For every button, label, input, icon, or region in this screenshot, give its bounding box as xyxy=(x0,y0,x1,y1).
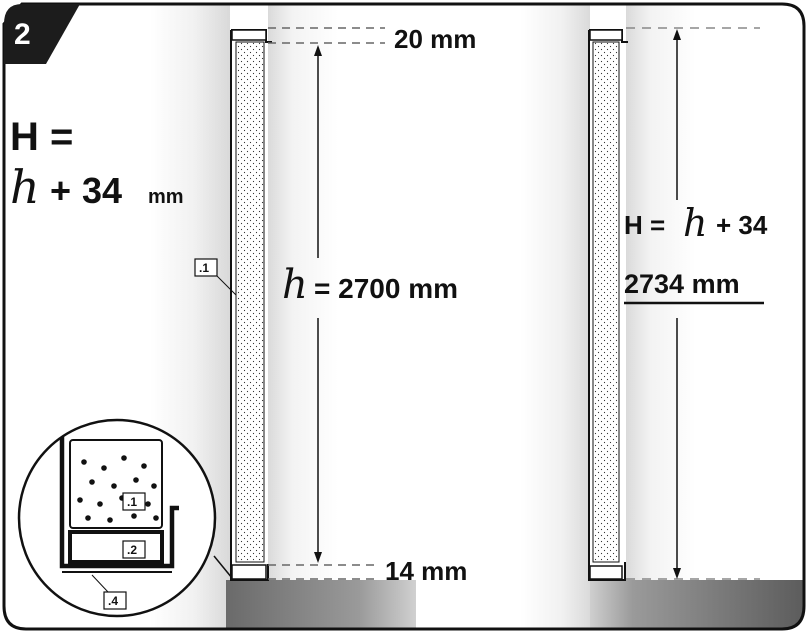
floor-left xyxy=(226,580,416,629)
part-label-box-1 xyxy=(194,258,218,277)
panel-right xyxy=(588,29,628,581)
bottom-gap-dimension xyxy=(268,564,380,580)
panel-right-filler xyxy=(592,41,620,563)
panel-right-bottom-cap xyxy=(589,565,623,580)
h-dimension-value: = 2700 mm xyxy=(314,273,458,304)
formula-plus: + xyxy=(50,170,71,211)
formula-unit: mm xyxy=(148,186,184,208)
detail-cap xyxy=(68,530,164,564)
detail-filler xyxy=(69,439,163,529)
panel-left-bottom-cap xyxy=(231,564,267,580)
top-gap-dimension xyxy=(268,27,385,44)
detail-label-4-leader xyxy=(91,574,109,593)
part-label-1: .1 xyxy=(199,261,209,275)
formula-lhs: H = xyxy=(10,115,73,159)
detail-profile xyxy=(59,420,179,569)
detail-circle-outline xyxy=(17,418,217,618)
step-badge xyxy=(4,4,80,64)
wall-shade-right2 xyxy=(626,4,696,629)
h-dimension-arrow xyxy=(314,45,322,563)
detail-dots xyxy=(77,455,159,523)
right-result: 2734 mm xyxy=(624,269,740,299)
detail-leader xyxy=(213,555,233,579)
right-formula-h-symbol: h xyxy=(683,201,707,245)
panel-right-top-cap xyxy=(589,29,623,41)
step-number: 2 xyxy=(14,18,31,51)
detail-label-box-1 xyxy=(122,492,146,511)
detail-label-2: .2 xyxy=(127,543,137,557)
wall-shade-right xyxy=(520,4,590,629)
panel-left xyxy=(230,29,272,581)
detail-label-box-4 xyxy=(103,591,127,610)
panel-left-top-cap xyxy=(231,29,267,41)
part-label-1-leader xyxy=(216,275,237,296)
right-formula-suffix: + 34 xyxy=(716,210,768,240)
h-dimension-symbol: h xyxy=(282,262,308,308)
H-dimension-arrow xyxy=(673,29,681,579)
detail-label-4: .4 xyxy=(108,594,118,608)
right-formula-prefix: H = xyxy=(624,210,665,240)
wall-shade-mid xyxy=(268,4,338,629)
detail-label-1: .1 xyxy=(127,495,137,509)
panel-left-filler xyxy=(235,41,265,563)
floor-right xyxy=(590,580,804,629)
detail-label-box-2 xyxy=(122,540,146,559)
formula-value: 34 xyxy=(82,170,122,211)
bottom-gap-label: 14 mm xyxy=(385,556,467,586)
top-gap-label: 20 mm xyxy=(394,24,476,54)
formula-h-symbol: h xyxy=(10,160,40,214)
detail-magnifier xyxy=(17,418,217,618)
